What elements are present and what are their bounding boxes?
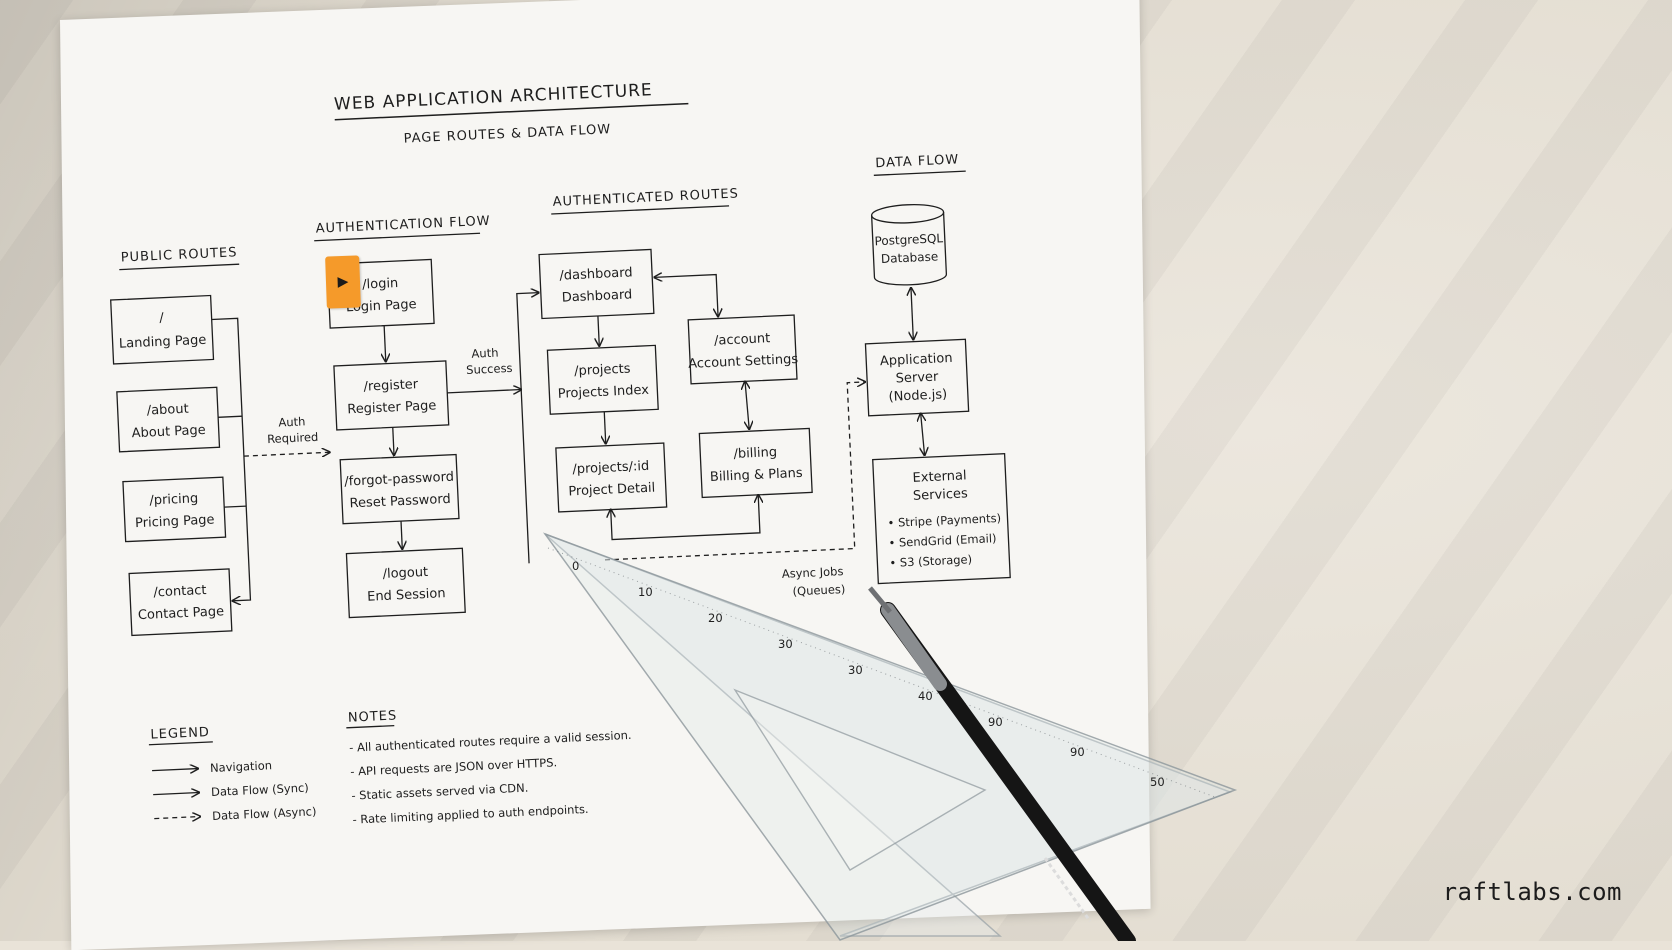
svg-text:Dashboard: Dashboard xyxy=(561,287,632,305)
ruler-tick-6: 90 xyxy=(988,715,1003,729)
svg-text:Pricing Page: Pricing Page xyxy=(135,513,215,532)
section-authenticated-underline xyxy=(551,205,730,215)
svg-text:/pricing: /pricing xyxy=(149,491,198,508)
note-1: - All authenticated routes require a val… xyxy=(349,728,632,755)
svg-text:/projects: /projects xyxy=(574,362,631,380)
svg-text:Application: Application xyxy=(880,351,953,369)
svg-text:Reset Password: Reset Password xyxy=(349,492,451,512)
route-box-landing: / Landing Page xyxy=(110,294,215,365)
svg-text:/register: /register xyxy=(363,377,419,394)
ruler-tick-5: 40 xyxy=(918,689,933,703)
set-square-ruler: 0 10 20 30 30 40 90 90 50 xyxy=(542,532,1238,941)
route-box-pricing: /pricing Pricing Page xyxy=(122,476,227,543)
svg-text:Server: Server xyxy=(895,370,939,387)
svg-text:Database: Database xyxy=(881,249,939,266)
svg-text:Projects Index: Projects Index xyxy=(558,383,650,402)
svg-text:End Session: End Session xyxy=(367,586,446,605)
route-box-projects: /projects Projects Index xyxy=(546,344,659,415)
route-box-billing: /billing Billing & Plans xyxy=(698,427,813,499)
svg-text:Register Page: Register Page xyxy=(347,398,437,417)
ruler-tick-0: 0 xyxy=(572,559,579,573)
route-box-register: /register Register Page xyxy=(333,360,450,431)
svg-text:/forgot-password: /forgot-password xyxy=(344,470,454,490)
svg-text:/projects/:id: /projects/:id xyxy=(572,459,650,477)
auth-success-edge xyxy=(447,390,521,393)
section-public-underline xyxy=(119,263,240,271)
database-cylinder: PostgreSQL Database xyxy=(870,204,948,286)
legend-async: Data Flow (Async) xyxy=(212,804,317,823)
route-box-contact: /contact Contact Page xyxy=(128,568,233,637)
svg-text:(Node.js): (Node.js) xyxy=(888,387,947,405)
edge-label-auth: Auth xyxy=(278,414,306,429)
svg-text:/: / xyxy=(159,311,165,326)
svg-text:• SendGrid (Email): • SendGrid (Email) xyxy=(888,531,997,550)
route-box-dashboard: /dashboard Dashboard xyxy=(538,248,655,320)
route-box-about: /about About Page xyxy=(116,386,221,453)
diagram-title: WEB APPLICATION ARCHITECTURE xyxy=(334,80,654,114)
play-tag[interactable]: ▶ xyxy=(325,255,361,309)
edge-label-required: Required xyxy=(267,430,319,446)
ruler-tick-1: 10 xyxy=(638,585,653,599)
auth-required-edge xyxy=(243,452,330,456)
ruler-tick-3: 30 xyxy=(778,637,793,651)
note-3: - Static assets served via CDN. xyxy=(351,781,529,803)
edge-label-async-jobs: Async Jobs xyxy=(781,564,843,581)
svg-text:Login Page: Login Page xyxy=(346,297,417,315)
note-2: - API requests are JSON over HTTPS. xyxy=(350,755,557,778)
edge-label-auth-success-1: Auth xyxy=(471,346,499,361)
svg-text:Account Settings: Account Settings xyxy=(688,352,799,372)
route-box-logout: /logout End Session xyxy=(345,547,466,619)
svg-text:Project Detail: Project Detail xyxy=(568,481,655,500)
route-box-account: /account Account Settings xyxy=(687,314,799,385)
svg-text:/dashboard: /dashboard xyxy=(559,265,633,283)
legend-sync: Data Flow (Sync) xyxy=(211,781,309,799)
diagram-subtitle: PAGE ROUTES & DATA FLOW xyxy=(403,122,611,146)
svg-text:/account: /account xyxy=(714,331,771,349)
brand-watermark: raftlabs.com xyxy=(1442,878,1622,906)
route-box-forgot-password: /forgot-password Reset Password xyxy=(339,453,460,525)
mechanical-pencil xyxy=(868,586,1136,941)
svg-text:Landing Page: Landing Page xyxy=(119,333,207,352)
ruler-tick-4: 30 xyxy=(848,663,863,677)
title-underline xyxy=(334,102,689,121)
route-box-login: /login Login Page xyxy=(326,258,435,329)
svg-text:/billing: /billing xyxy=(733,445,777,462)
public-bracket xyxy=(211,317,252,601)
async-jobs-edge xyxy=(604,382,872,561)
svg-text:Billing & Plans: Billing & Plans xyxy=(710,466,804,485)
section-public-routes: PUBLIC ROUTES xyxy=(120,245,237,265)
svg-text:/login: /login xyxy=(362,276,399,293)
ruler-tick-2: 20 xyxy=(708,611,723,625)
route-box-project-detail: /projects/:id Project Detail xyxy=(555,442,668,513)
section-data-underline xyxy=(873,170,966,176)
section-auth-underline xyxy=(314,232,481,242)
section-data-flow: DATA FLOW xyxy=(875,152,960,171)
svg-text:/logout: /logout xyxy=(382,565,428,582)
svg-text:External: External xyxy=(912,468,967,485)
svg-text:/contact: /contact xyxy=(153,583,207,600)
legend-title: LEGEND xyxy=(150,725,210,743)
svg-text:Services: Services xyxy=(913,486,969,503)
external-services-box: External Services • Stripe (Payments) • … xyxy=(872,452,1011,585)
svg-text:PostgreSQL: PostgreSQL xyxy=(874,231,943,248)
svg-text:/about: /about xyxy=(146,402,189,419)
application-server-box: Application Server (Node.js) xyxy=(864,338,970,417)
svg-text:Contact Page: Contact Page xyxy=(138,604,225,623)
section-auth-flow: AUTHENTICATION FLOW xyxy=(315,214,491,237)
ruler-tick-8: 50 xyxy=(1150,775,1165,789)
svg-text:• Stripe (Payments): • Stripe (Payments) xyxy=(887,511,1001,530)
edge-label-auth-success-2: Success xyxy=(466,361,513,377)
legend-navigation: Navigation xyxy=(210,758,273,775)
edge-label-queues: (Queues) xyxy=(792,582,845,598)
note-4: - Rate limiting applied to auth endpoint… xyxy=(352,802,589,827)
svg-text:About Page: About Page xyxy=(131,423,206,441)
svg-text:• S3 (Storage): • S3 (Storage) xyxy=(889,552,972,570)
play-icon: ▶ xyxy=(337,273,349,291)
notes-title: NOTES xyxy=(348,708,398,725)
ruler-tick-7: 90 xyxy=(1070,745,1085,759)
